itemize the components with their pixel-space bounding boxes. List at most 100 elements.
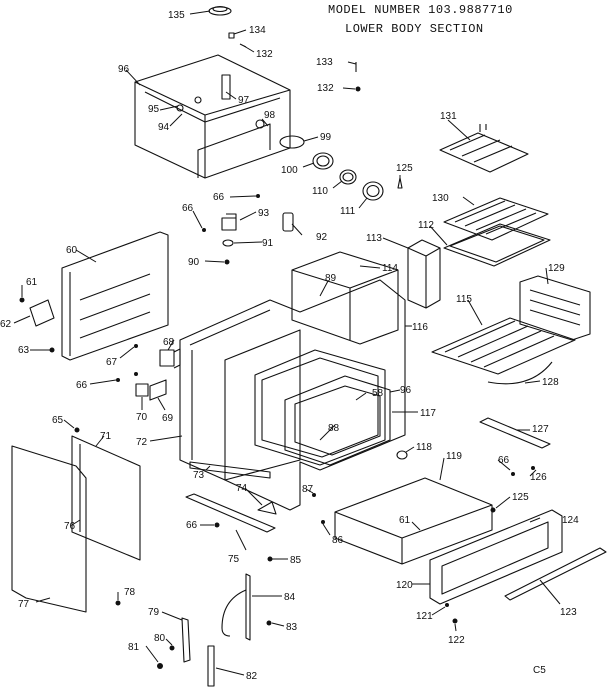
callout-69: 69 <box>162 413 174 424</box>
part-screws-126 <box>511 466 535 476</box>
part-screw-125b <box>490 507 496 513</box>
part-ring-100 <box>312 152 334 170</box>
page-code: C5 <box>533 665 546 676</box>
part-screws-66ab <box>202 194 260 232</box>
callout-96: 96 <box>118 64 130 75</box>
part-rail-73 <box>189 461 271 479</box>
callout-66: 66 <box>186 520 198 531</box>
callout-98: 98 <box>264 110 276 121</box>
callout-124: 124 <box>562 515 579 526</box>
callout-85: 85 <box>290 555 302 566</box>
callout-61: 61 <box>26 277 38 288</box>
callout-115: 115 <box>456 294 472 305</box>
callout-111: 111 <box>340 206 356 217</box>
part-back-panel-60 <box>61 231 169 361</box>
callout-94: 94 <box>158 122 170 133</box>
part-screw-65 <box>74 427 80 433</box>
callout-65: 65 <box>52 415 64 426</box>
part-screw-118 <box>396 450 408 460</box>
part-screw-90 <box>224 259 230 265</box>
callout-84: 84 <box>284 592 296 603</box>
callout-125: 125 <box>396 163 413 174</box>
callout-96: 96 <box>400 385 412 396</box>
part-screw-85 <box>267 556 273 562</box>
callout-110: 110 <box>312 186 328 197</box>
part-side-panel-77 <box>11 445 87 613</box>
callout-134: 134 <box>249 25 266 36</box>
callout-63: 63 <box>18 345 30 356</box>
part-wire-128 <box>487 361 553 385</box>
part-bracket-69 <box>149 379 167 401</box>
callout-72: 72 <box>136 437 148 448</box>
part-screw-134 <box>228 32 235 39</box>
part-drawer-front-120 <box>429 509 563 605</box>
part-socket-92 <box>282 212 294 232</box>
part-screw-83 <box>266 620 272 626</box>
section-title: LOWER BODY SECTION <box>345 22 484 36</box>
callout-99: 99 <box>320 132 332 143</box>
callout-112: 112 <box>418 220 434 231</box>
callout-79: 79 <box>148 607 160 618</box>
callout-132: 132 <box>256 49 273 60</box>
callout-89: 89 <box>325 273 337 284</box>
part-screw-121 <box>445 603 449 607</box>
callout-66: 66 <box>76 380 88 391</box>
callout-76: 76 <box>64 521 76 532</box>
part-rail-75 <box>185 493 276 533</box>
part-screw-122 <box>452 618 458 624</box>
part-shapes <box>11 5 607 687</box>
part-oven-liner-96b <box>254 349 386 466</box>
part-broil-element-131 <box>439 124 529 173</box>
part-ring-111 <box>362 181 384 201</box>
callout-74: 74 <box>236 483 248 494</box>
callout-86: 86 <box>332 535 344 546</box>
callout-129: 129 <box>548 263 565 274</box>
callout-87: 87 <box>302 484 314 495</box>
callout-90: 90 <box>188 257 200 268</box>
callout-123: 123 <box>560 607 577 618</box>
callout-60: 60 <box>66 245 78 256</box>
callout-113: 113 <box>366 233 382 244</box>
callout-62: 62 <box>0 319 12 330</box>
part-screw-61a <box>19 297 25 303</box>
callout-131: 131 <box>440 111 457 122</box>
model-number-title: MODEL NUMBER 103.9887710 <box>328 3 513 17</box>
part-hinge-84 <box>221 573 251 641</box>
part-screw-80 <box>169 645 175 651</box>
part-screw-125a <box>397 177 403 189</box>
callout-114: 114 <box>382 263 398 274</box>
callout-120: 120 <box>396 580 413 591</box>
part-kick-strip-123 <box>504 547 607 601</box>
part-broiler-rack-130 <box>443 197 549 241</box>
callout-119: 119 <box>446 451 462 462</box>
part-broiler-pan-112 <box>443 223 551 267</box>
callout-73: 73 <box>193 470 205 481</box>
part-oven-rack-115 <box>431 317 576 375</box>
callout-70: 70 <box>136 412 148 423</box>
part-screws-66c <box>116 372 138 382</box>
callout-66: 66 <box>498 455 510 466</box>
part-bracket-93 <box>221 213 237 231</box>
callout-82: 82 <box>246 671 258 682</box>
callout-77: 77 <box>18 599 30 610</box>
part-washer-91 <box>222 239 234 247</box>
callout-66: 66 <box>213 192 225 203</box>
callout-80: 80 <box>154 633 166 644</box>
part-switch-70 <box>135 383 149 397</box>
part-trim-127 <box>479 417 551 449</box>
callout-100: 100 <box>281 165 298 176</box>
callout-68: 68 <box>163 337 175 348</box>
part-cap-135 <box>208 5 232 16</box>
part-rack-guide-129 <box>519 275 591 341</box>
part-side-panel-71 <box>71 435 141 561</box>
callout-75: 75 <box>228 554 240 565</box>
callout-78: 78 <box>124 587 136 598</box>
callout-130: 130 <box>432 193 449 204</box>
callout-97: 97 <box>238 95 250 106</box>
part-screws-133-132 <box>355 62 361 92</box>
callout-71: 71 <box>100 431 112 442</box>
part-bracket-62 <box>29 299 55 327</box>
callout-128: 128 <box>542 377 559 388</box>
callout-125: 125 <box>512 492 529 503</box>
part-drawer-119 <box>334 477 493 565</box>
